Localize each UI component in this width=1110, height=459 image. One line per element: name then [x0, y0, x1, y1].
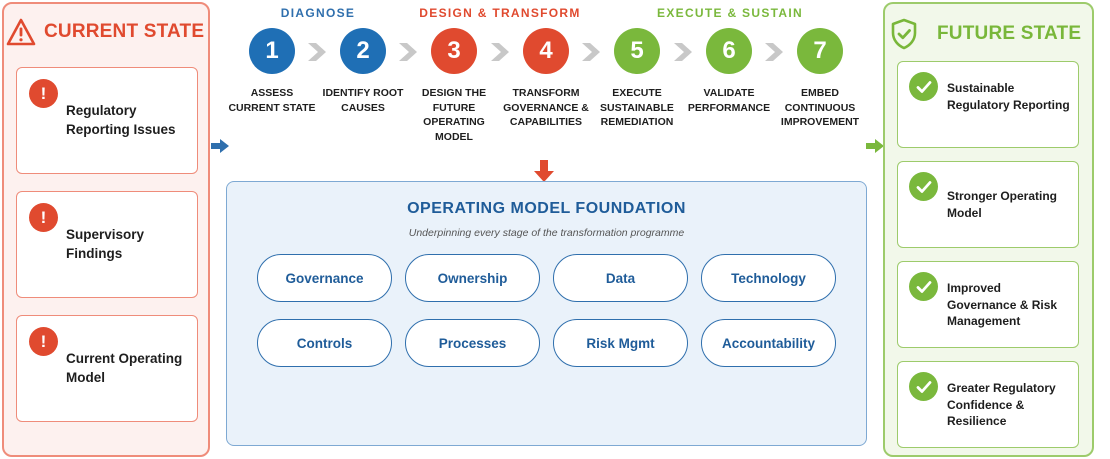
- exclamation-icon: !: [29, 79, 58, 108]
- step-1-circle: 1: [249, 28, 295, 74]
- chevron-right-icon: [582, 43, 600, 61]
- outcome-card-sustainable-reporting: Sustainable Regulatory Reporting: [897, 61, 1079, 148]
- future-state-title: FUTURE STATE: [937, 23, 1082, 44]
- checkmark-icon: [909, 72, 938, 101]
- issue-label: Regulatory Reporting Issues: [66, 103, 176, 137]
- pillar-accountability: Accountability: [701, 319, 836, 367]
- operating-model-foundation: OPERATING MODEL FOUNDATION Underpinning …: [226, 181, 867, 446]
- step-6-caption: VALIDATE PERFORMANCE: [687, 87, 771, 114]
- step-5-circle: 5: [614, 28, 660, 74]
- outcome-card-improved-governance: Improved Governance & Risk Management: [897, 261, 1079, 348]
- step-2-caption: IDENTIFY ROOT CAUSES: [322, 87, 404, 114]
- step-1-caption: ASSESS CURRENT STATE: [228, 87, 316, 114]
- issue-card-current-operating-model: ! Current Operating Model: [16, 315, 198, 422]
- pillar-controls: Controls: [257, 319, 392, 367]
- issue-label: Supervisory Findings: [66, 227, 145, 261]
- step-6-circle: 6: [706, 28, 752, 74]
- current-state-title: CURRENT STATE: [44, 21, 205, 42]
- phase-label-execute-sustain: EXECUTE & SUSTAIN: [657, 6, 803, 20]
- exclamation-icon: !: [29, 203, 58, 232]
- outcome-card-regulatory-confidence: Greater Regulatory Confidence & Resilien…: [897, 361, 1079, 448]
- step-4-caption: TRANSFORM GOVERNANCE & CAPABILITIES: [503, 87, 589, 128]
- step-3-circle: 3: [431, 28, 477, 74]
- chevron-right-icon: [765, 43, 783, 61]
- issue-label: Current Operating Model: [66, 351, 183, 385]
- future-state-panel: FUTURE STATE Sustainable Regulatory Repo…: [883, 2, 1094, 457]
- step-4-circle: 4: [523, 28, 569, 74]
- shield-check-icon: [891, 18, 917, 50]
- step-5-caption: EXECUTE SUSTAINABLE REMEDIATION: [600, 87, 674, 128]
- outcome-label: Stronger Operating Model: [947, 189, 1058, 220]
- checkmark-icon: [909, 172, 938, 201]
- outcome-card-stronger-operating-model: Stronger Operating Model: [897, 161, 1079, 248]
- pillar-data: Data: [553, 254, 688, 302]
- checkmark-icon: [909, 272, 938, 301]
- step-7-circle: 7: [797, 28, 843, 74]
- step-2-circle: 2: [340, 28, 386, 74]
- arrow-right-icon: [211, 139, 229, 153]
- issue-card-supervisory-findings: ! Supervisory Findings: [16, 191, 198, 298]
- foundation-subtitle: Underpinning every stage of the transfor…: [408, 227, 685, 239]
- chevron-right-icon: [308, 43, 326, 61]
- chevron-right-icon: [674, 43, 692, 61]
- issue-card-regulatory-reporting: ! Regulatory Reporting Issues: [16, 67, 198, 174]
- pillar-risk-mgmt: Risk Mgmt: [553, 319, 688, 367]
- pillar-technology: Technology: [701, 254, 836, 302]
- future-state-header: FUTURE STATE: [891, 18, 1092, 50]
- exclamation-icon: !: [29, 327, 58, 356]
- checkmark-icon: [909, 372, 938, 401]
- step-7-caption: EMBED CONTINUOUS IMPROVEMENT: [780, 87, 860, 128]
- foundation-title: OPERATING MODEL FOUNDATION: [407, 200, 686, 217]
- current-state-panel: CURRENT STATE ! Regulatory Reporting Iss…: [2, 2, 210, 457]
- pillar-governance: Governance: [257, 254, 392, 302]
- chevron-right-icon: [491, 43, 509, 61]
- outcome-label: Greater Regulatory Confidence & Resilien…: [947, 381, 1056, 428]
- warning-triangle-icon: [6, 18, 36, 46]
- outcome-label: Sustainable Regulatory Reporting: [947, 81, 1070, 112]
- chevron-right-icon: [399, 43, 417, 61]
- phase-label-diagnose: DIAGNOSE: [280, 6, 356, 20]
- outcome-label: Improved Governance & Risk Management: [947, 281, 1058, 328]
- current-state-header: CURRENT STATE: [6, 18, 208, 46]
- step-3-caption: DESIGN THE FUTURE OPERATING MODEL: [421, 87, 487, 143]
- pillar-processes: Processes: [405, 319, 540, 367]
- pillar-ownership: Ownership: [405, 254, 540, 302]
- phase-label-design-transform: DESIGN & TRANSFORM: [419, 6, 581, 20]
- arrow-right-icon: [866, 139, 884, 153]
- arrow-down-icon: [534, 160, 554, 182]
